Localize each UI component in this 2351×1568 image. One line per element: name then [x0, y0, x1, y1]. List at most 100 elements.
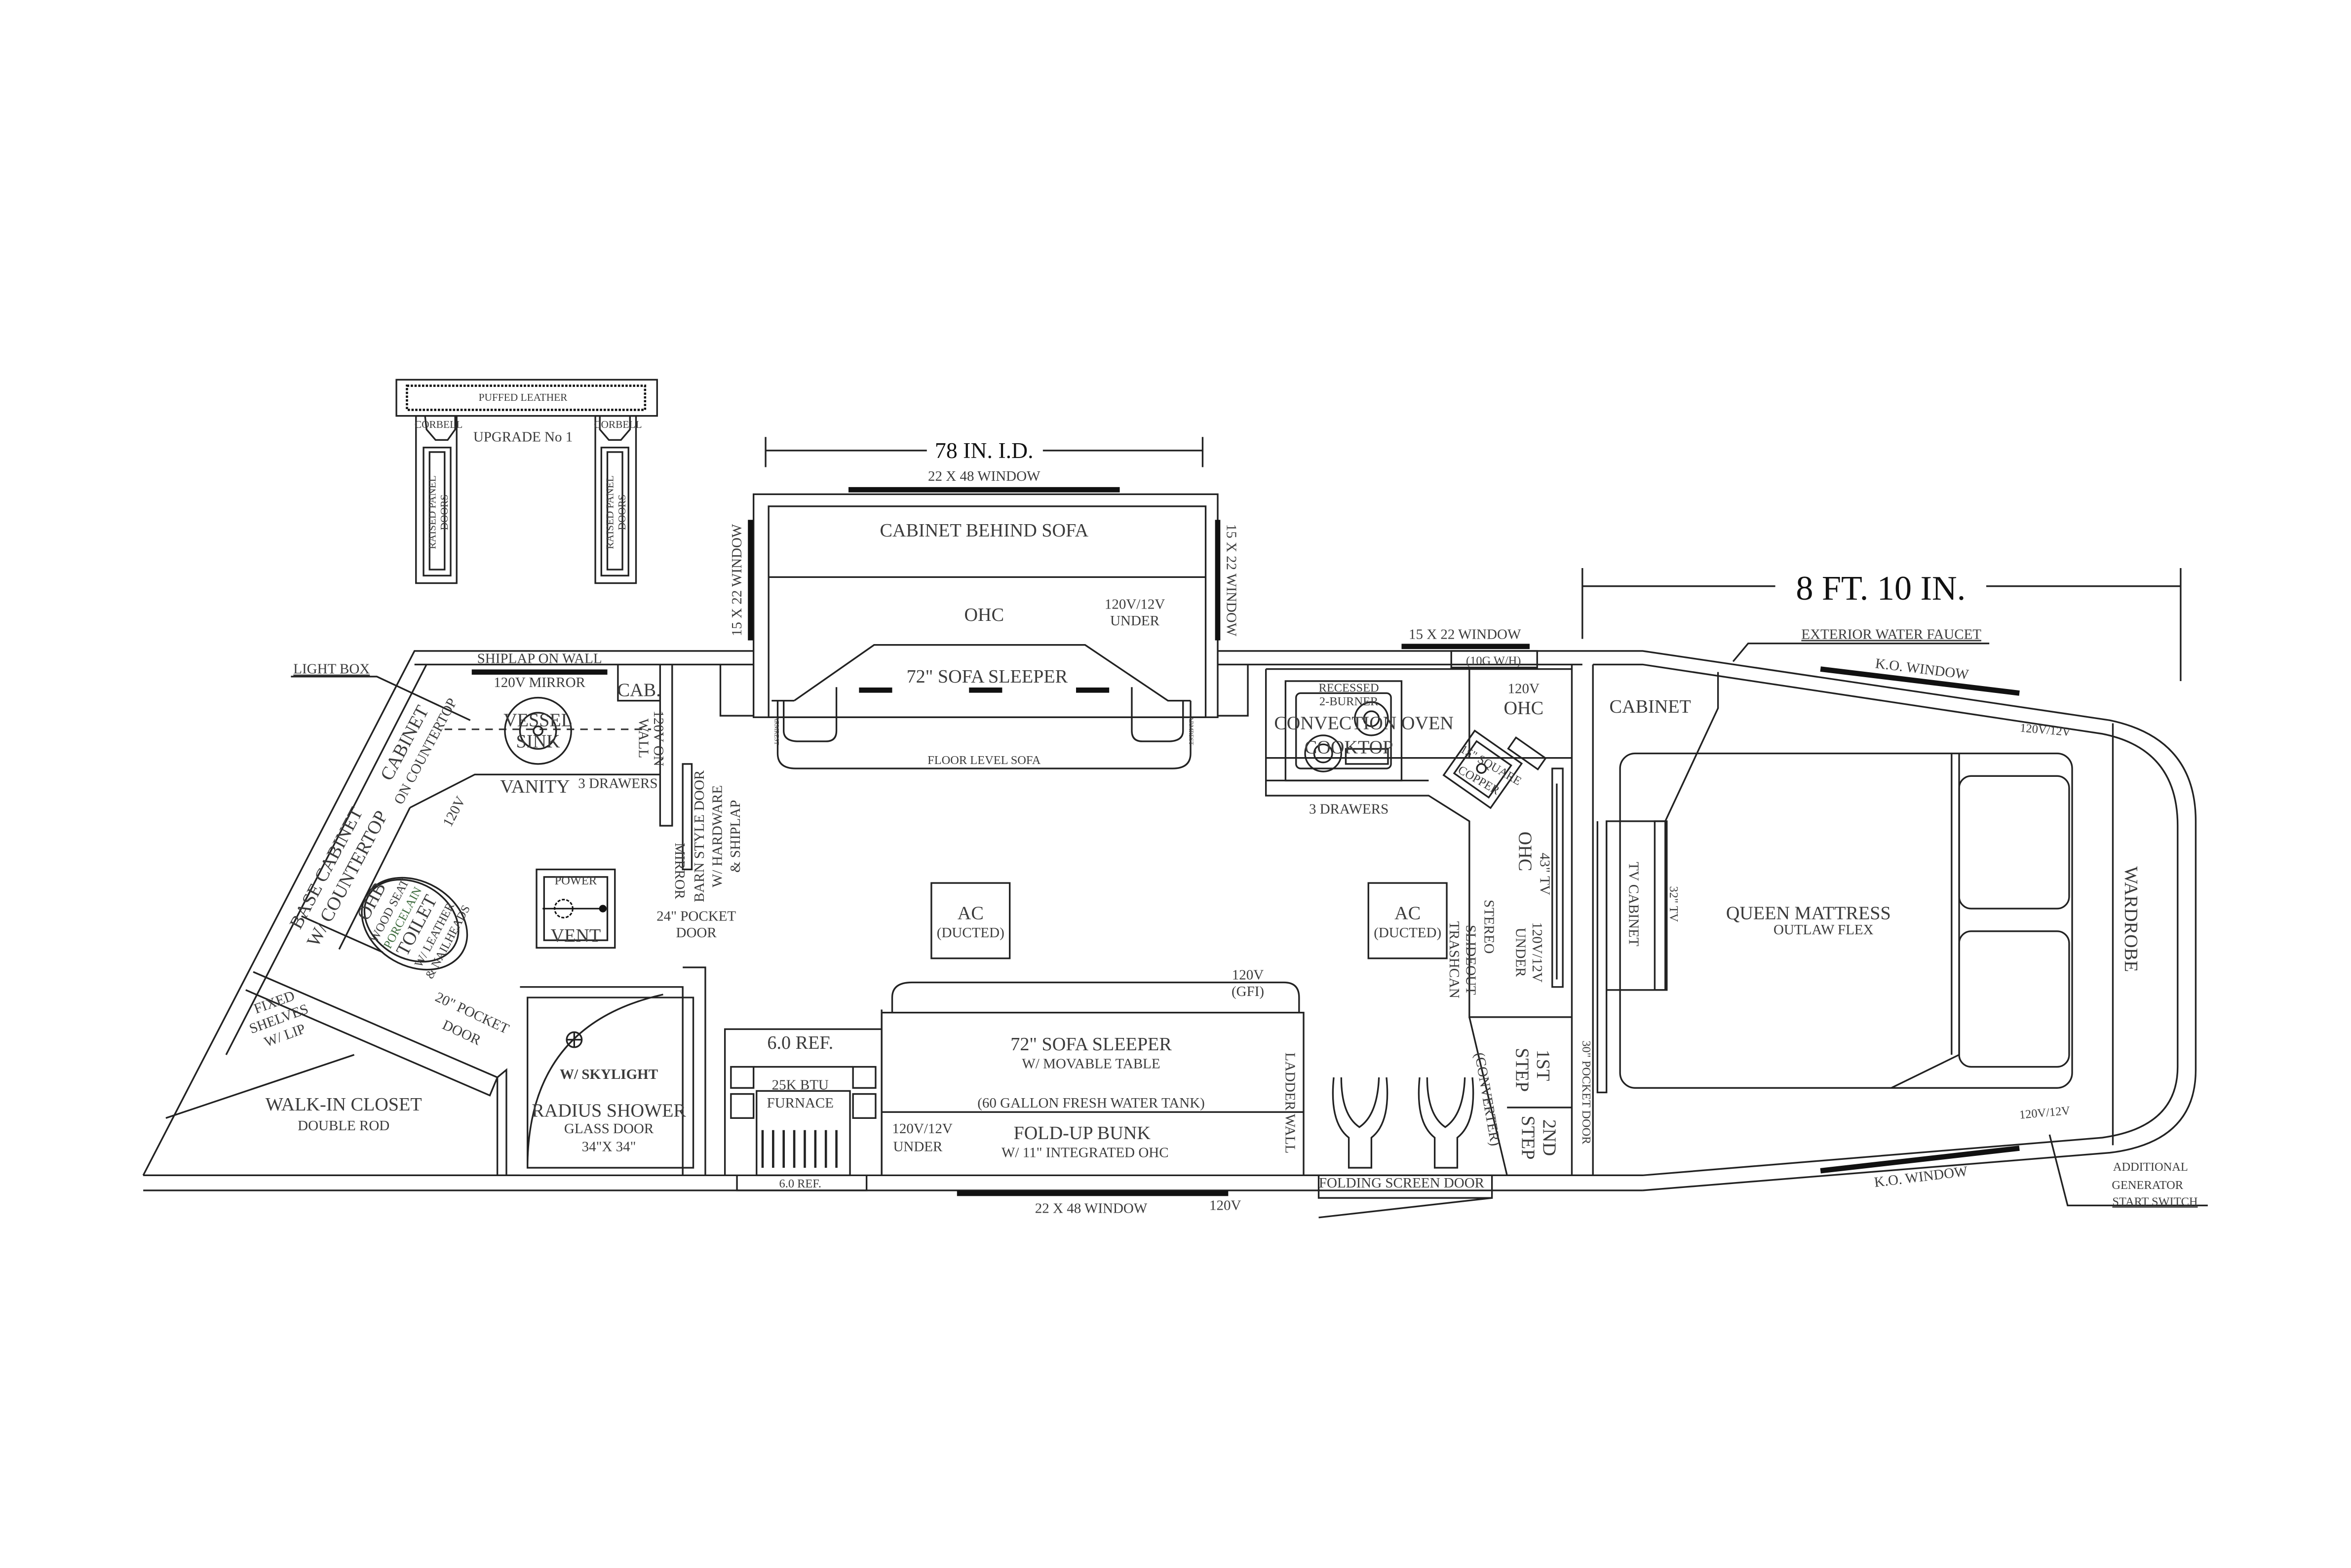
- recessed-label: RECESSED: [1319, 681, 1379, 694]
- trashcan-label: TRASHCAN: [1446, 921, 1462, 998]
- slideout: 22 X 48 WINDOW 15 X 22 WINDOW 15 X 22 WI…: [719, 468, 1249, 769]
- kitchen: 15 X 22 WINDOW (10G W/H) RECESSED 2-BURN…: [1265, 626, 1593, 1176]
- first-step-label: 1ST: [1533, 1050, 1553, 1081]
- bedroom: EXTERIOR WATER FAUCET K.O. WINDOW K.O. W…: [1571, 626, 2208, 1208]
- raised-panel-left-label: RAISED PANEL: [426, 475, 438, 549]
- armrest-left-label: ARMREST: [773, 717, 780, 745]
- slideout-top-window-label: 22 X 48 WINDOW: [928, 468, 1041, 484]
- kitchen-ohc-label: OHC: [1503, 698, 1543, 719]
- saddle-rack-icon: [1332, 1077, 1474, 1169]
- kitchen-window-label: 15 X 22 WINDOW: [1409, 626, 1521, 642]
- skylight-label: W/ SKYLIGHT: [560, 1067, 658, 1082]
- slideout-outlet-under-label: UNDER: [1110, 613, 1160, 629]
- vanity-label: VANITY: [500, 776, 570, 797]
- outlet-wall-label-2: WALL: [636, 719, 652, 759]
- raised-panel-right-doors: DOORS: [616, 495, 628, 530]
- shower-size-label: 34"X 34": [582, 1139, 636, 1155]
- furnace-label: FURNACE: [767, 1095, 834, 1111]
- slideout-right-window-label: 15 X 22 WINDOW: [1223, 524, 1239, 637]
- ac-left-label: AC: [958, 903, 984, 923]
- armrest-right-label: ARMREST: [1188, 717, 1195, 745]
- ohc-outlet-label: 120V: [1508, 681, 1540, 696]
- cabinet-behind-sofa-label: CABINET BEHIND SOFA: [880, 520, 1088, 541]
- cab-label: CAB.: [617, 680, 661, 701]
- bedroom-outlet-bottom-label: 120V/12V: [2019, 1104, 2071, 1122]
- generator-switch-label-3: START SWITCH: [2112, 1195, 2197, 1208]
- pocket-door-30-label: 30" POCKET DOOR: [1580, 1040, 1593, 1145]
- barn-door-hardware-label: W/ HARDWARE: [710, 785, 726, 887]
- outlaw-flex-label: OUTLAW FLEX: [1773, 922, 1874, 938]
- refrigerator-bottom-label: 6.0 REF.: [779, 1177, 822, 1190]
- walk-in-closet-label: WALK-IN CLOSET: [266, 1094, 422, 1115]
- light-box-label: LIGHT BOX: [293, 661, 370, 677]
- mirror-label: 120V MIRROR: [494, 675, 585, 690]
- refrigerator-label: 6.0 REF.: [767, 1033, 833, 1053]
- ac-left-ducted-label: (DUCTED): [937, 925, 1004, 941]
- bottom-outlet-label: 120V: [1209, 1198, 1241, 1214]
- upgrade-title: UPGRADE No 1: [473, 429, 573, 445]
- convection-oven-label: CONVECTION OVEN: [1274, 713, 1454, 734]
- living-area: 6.0 REF. 25K BTU FURNACE 6.0 REF. AC (DU…: [724, 882, 1493, 1219]
- dimension-lines: 78 IN. I.D. 8 FT. 10 IN.: [765, 437, 2182, 681]
- gfi-outlet-label: 120V: [1232, 967, 1264, 983]
- second-step-label: 2ND: [1539, 1119, 1559, 1156]
- water-heater-label: (10G W/H): [1466, 654, 1521, 667]
- movable-table-label: W/ MOVABLE TABLE: [1022, 1056, 1160, 1072]
- glass-door-label: GLASS DOOR: [564, 1121, 654, 1137]
- length-dimension: 8 FT. 10 IN.: [1796, 569, 1966, 608]
- sink-label: SINK: [516, 731, 560, 752]
- floor-level-sofa-label: FLOOR LEVEL SOFA: [927, 754, 1041, 767]
- generator-switch-label-2: GENERATOR: [2112, 1179, 2183, 1192]
- stereo-label: STEREO: [1481, 900, 1497, 954]
- power-vent-fan-icon: [542, 899, 607, 918]
- two-burner-label: 2-BURNER: [1319, 695, 1379, 708]
- tv-outlet-under-label: UNDER: [1512, 928, 1528, 978]
- tv-cabinet-label: TV CABINET: [1625, 862, 1641, 946]
- bedroom-cabinet-label: CABINET: [1610, 696, 1691, 717]
- bottom-window-label: 22 X 48 WINDOW: [1035, 1201, 1148, 1217]
- cooktop-label: COOKTOP: [1305, 737, 1393, 758]
- pocket-door-24-label: 24" POCKET: [656, 908, 736, 924]
- second-step-sub: STEP: [1518, 1116, 1539, 1160]
- slideout-ohc-label: OHC: [964, 605, 1004, 625]
- fresh-water-tank-label: (60 GALLON FRESH WATER TANK): [977, 1095, 1205, 1111]
- first-step-sub: STEP: [1511, 1048, 1532, 1092]
- integrated-ohc-label: W/ 11" INTEGRATED OHC: [1002, 1145, 1169, 1161]
- furnace-vent-icon: [761, 1130, 838, 1168]
- corbell-right-label: CORBELL: [594, 419, 642, 430]
- power-vent-label: POWER: [555, 874, 597, 887]
- puffed-leather-label: PUFFED LEATHER: [479, 391, 568, 403]
- barn-door-label: BARN STYLE DOOR: [692, 770, 707, 902]
- queen-mattress-label: QUEEN MATTRESS: [1726, 903, 1891, 923]
- slideout-label: SLIDEOUT: [1463, 925, 1479, 995]
- bunk-outlet-under-label: UNDER: [893, 1139, 943, 1155]
- outlet-wall-label: 120V ON: [651, 710, 666, 766]
- bedroom-outlet-top-label: 120V/12V: [2019, 721, 2071, 739]
- exterior-walls: [142, 650, 2197, 1191]
- fold-up-bunk-label: FOLD-UP BUNK: [1014, 1123, 1151, 1144]
- tv-ohc-label: OHC: [1515, 832, 1536, 872]
- folding-screen-door-label: FOLDING SCREEN DOOR: [1319, 1175, 1485, 1191]
- slideout-outlet-label: 120V/12V: [1105, 596, 1165, 612]
- slideout-sofa-label: 72" SOFA SLEEPER: [907, 666, 1068, 687]
- raised-panel-left-doors: DOORS: [438, 495, 450, 530]
- side-mirror-label: MIRROR: [672, 842, 688, 899]
- exterior-faucet-label: EXTERIOR WATER FAUCET: [1801, 626, 1981, 642]
- wardrobe-label: WARDROBE: [2120, 866, 2141, 972]
- bathroom: LIGHT BOX SHIPLAP ON WALL 120V MIRROR CA…: [165, 650, 743, 1176]
- sofa-sleeper-label: 72" SOFA SLEEPER: [1010, 1034, 1172, 1055]
- corbell-left-label: CORBELL: [415, 419, 462, 430]
- converter-label: (CONVERTER): [1471, 1051, 1503, 1147]
- bunk-outlet-label: 120V/12V: [892, 1121, 953, 1137]
- width-dimension: 78 IN. I.D.: [935, 438, 1034, 463]
- radius-shower-label: RADIUS SHOWER: [532, 1100, 686, 1121]
- gfi-label: (GFI): [1232, 984, 1264, 999]
- ac-right-label: AC: [1394, 903, 1421, 923]
- tv-outlet-label: 120V/12V: [1529, 922, 1545, 983]
- slideout-left-window-label: 15 X 22 WINDOW: [729, 524, 745, 636]
- kitchen-drawers-label: 3 DRAWERS: [1309, 802, 1388, 817]
- generator-switch-label: ADDITIONAL: [2113, 1160, 2188, 1174]
- upgrade-detail: PUFFED LEATHER CORBELL CORBELL UPGRADE N…: [395, 379, 658, 584]
- furnace-btu-label: 25K BTU: [772, 1077, 829, 1093]
